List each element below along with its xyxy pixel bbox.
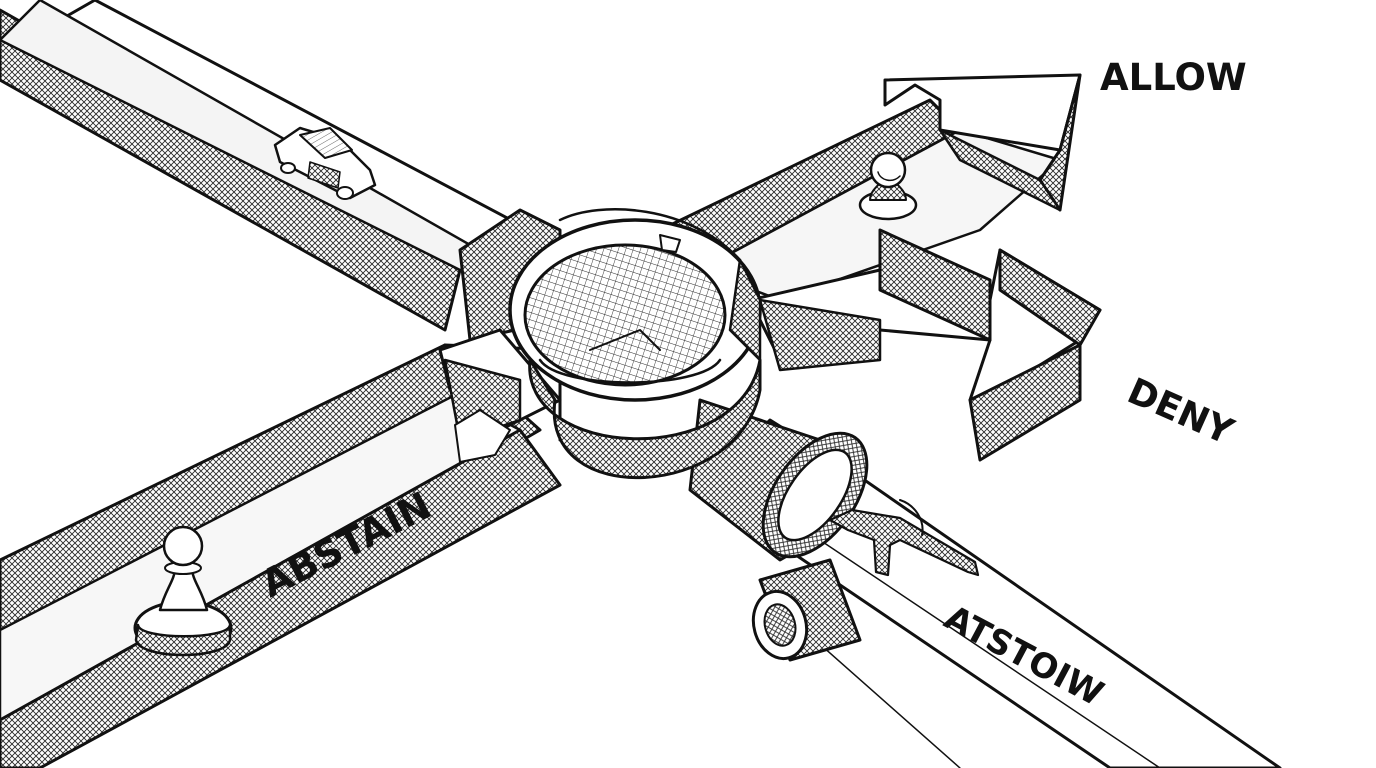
track-upper-left [0,0,532,332]
pawn-icon [858,151,918,221]
pipe-coupling [751,558,862,662]
car-icon [273,126,377,200]
label-deny: DENY [1121,371,1240,454]
track-abstain [0,343,562,768]
hub-junction [438,208,762,480]
branch-deny [748,228,1102,462]
pawn-icon [133,525,233,657]
rifle-icon [828,499,980,577]
label-allow: ALLOW [1100,56,1247,99]
